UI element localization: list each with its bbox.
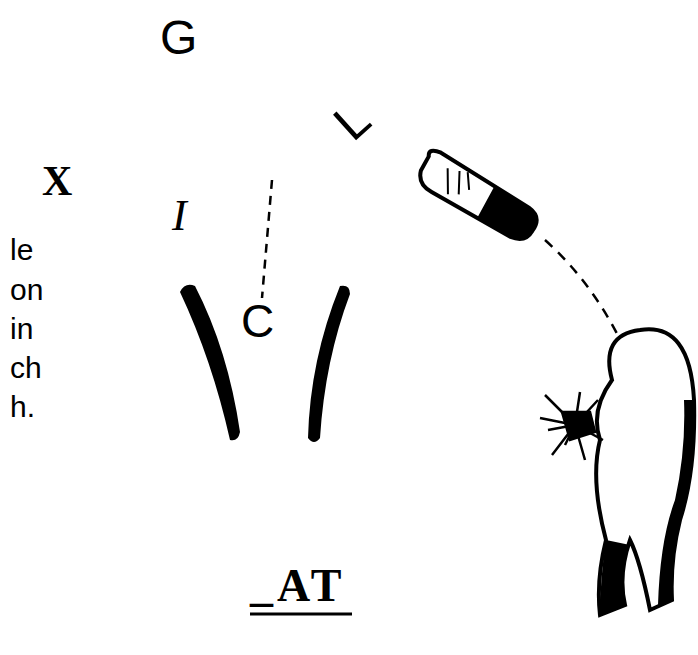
rebus-word: _AT xyxy=(250,563,346,609)
rebus-letter: I xyxy=(172,194,187,238)
rebus-letter: X xyxy=(42,160,72,202)
cut-text-fragment: in xyxy=(10,314,33,344)
cut-text-fragment: le xyxy=(10,235,33,265)
eraser-shape xyxy=(410,148,547,244)
cut-text-fragment: h. xyxy=(10,392,35,422)
impact-splash xyxy=(540,392,603,460)
rebus-letter: G xyxy=(160,14,197,62)
rebus-letter: C xyxy=(241,298,274,344)
cut-text-fragment: on xyxy=(10,275,43,305)
blank-underline xyxy=(250,613,352,616)
dashed-line xyxy=(262,180,272,298)
cut-text-fragment: ch xyxy=(10,353,42,383)
right-bracket xyxy=(308,286,350,442)
struck-figure xyxy=(596,329,694,615)
rebus-letter: L xyxy=(325,93,379,149)
left-bracket xyxy=(180,285,240,440)
dashed-trajectory xyxy=(545,240,625,350)
